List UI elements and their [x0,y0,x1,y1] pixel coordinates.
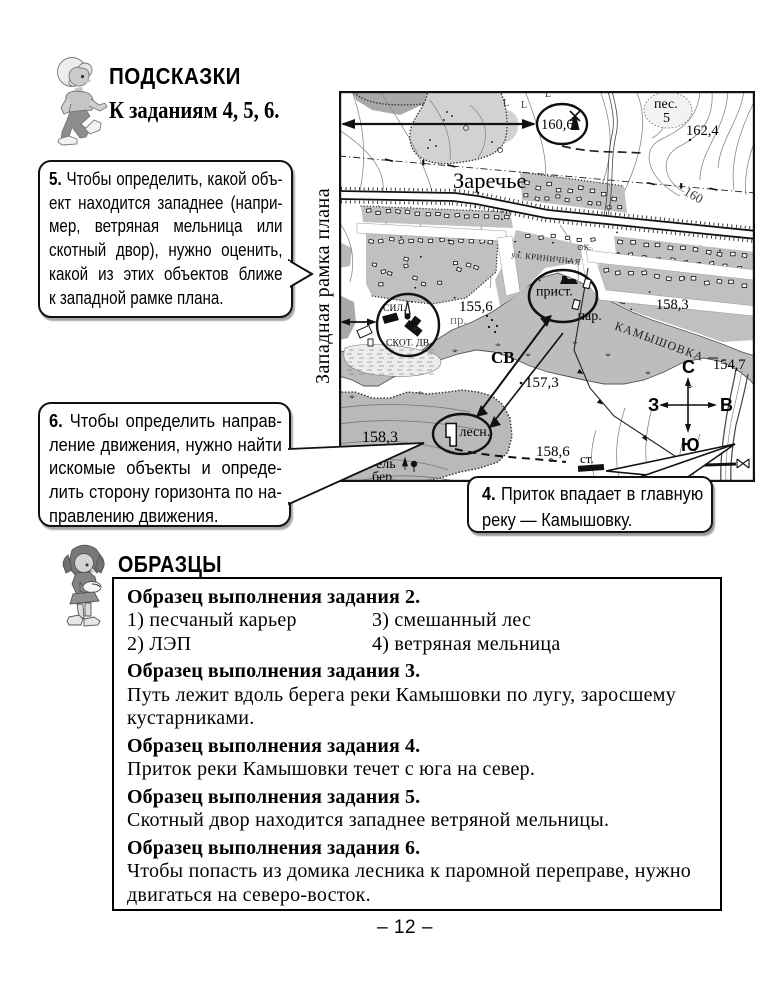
svg-text:З: З [648,395,659,415]
svg-text:⊙К.: ⊙К. [577,243,591,252]
svg-text:154,7: 154,7 [713,357,746,373]
svg-text:В: В [720,395,733,415]
svg-text:L: L [545,91,551,100]
svg-text:СКОТ. ДВ.: СКОТ. ДВ. [386,339,432,349]
svg-text:лесн.: лесн. [460,425,491,440]
svg-text:пар.: пар. [578,309,602,324]
svg-text:157,3: 157,3 [525,375,559,391]
svg-text:158,6: 158,6 [536,444,570,460]
svg-text:5: 5 [663,111,670,126]
svg-text:162,4: 162,4 [686,123,719,139]
svg-text:СВ: СВ [491,348,515,367]
svg-text:Заречье: Заречье [453,168,527,193]
svg-text:пес.: пес. [654,97,678,112]
svg-text:L: L [503,98,509,109]
svg-text:ст.: ст. [580,451,594,466]
svg-text:155,6: 155,6 [459,299,493,315]
svg-text:СИЛ.: СИЛ. [383,304,406,314]
svg-text:L: L [521,100,527,111]
svg-text:С: С [682,357,695,377]
svg-text:158,3: 158,3 [362,429,398,446]
svg-text:пр.: пр. [450,312,467,327]
svg-text:158,3: 158,3 [656,297,689,313]
svg-text:Ю: Ю [681,435,700,455]
svg-text:160,6: 160,6 [541,117,574,133]
svg-text:прист.: прист. [536,285,573,300]
svg-text:бер.: бер. [372,470,396,482]
